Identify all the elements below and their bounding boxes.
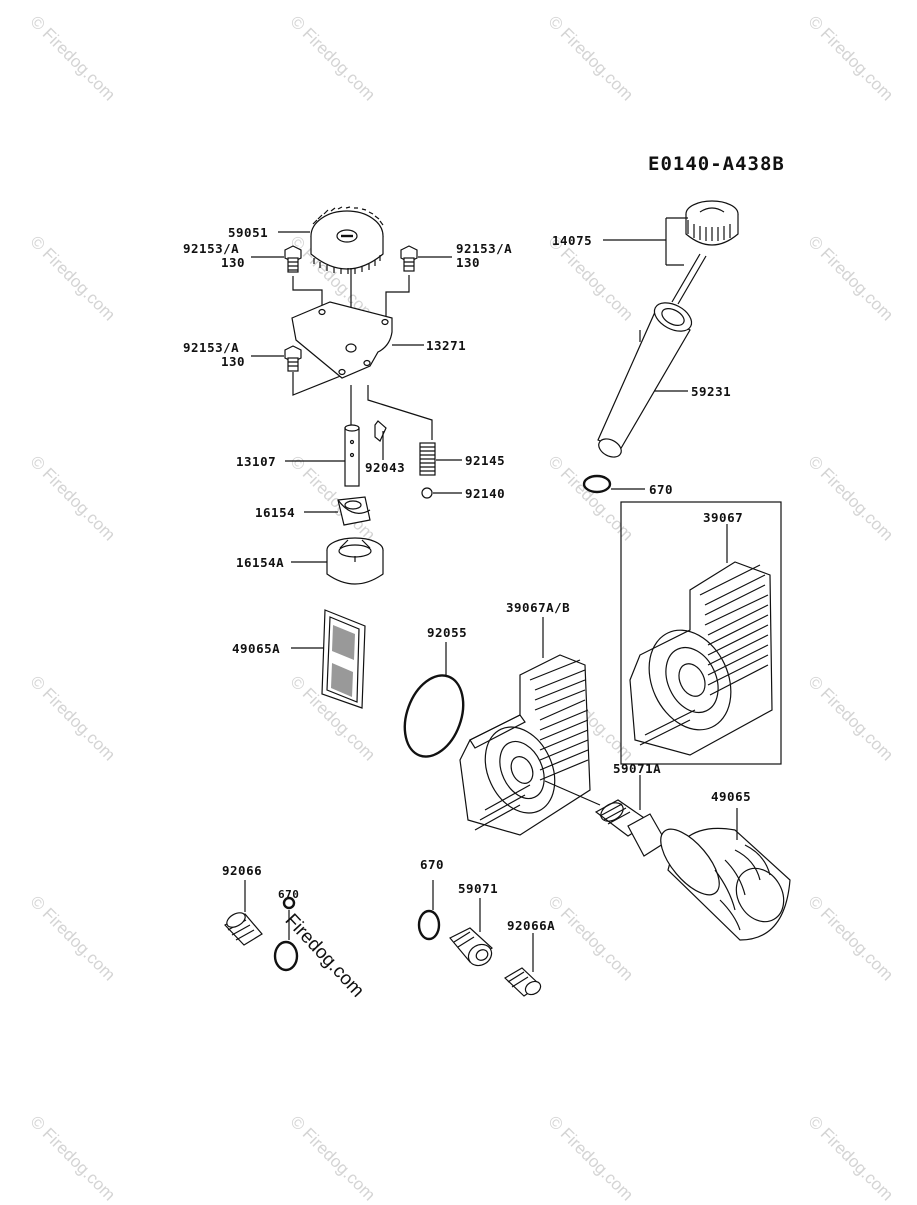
oil-pump-gear-drawing <box>310 206 384 274</box>
part-label-670[interactable]: 670 <box>278 888 300 901</box>
part-label-39067ab[interactable]: 39067A/B <box>506 600 571 615</box>
part-label-670[interactable]: 670 <box>649 482 674 497</box>
variant-box <box>620 501 782 765</box>
oil-cooler-drawing <box>459 654 601 836</box>
bolt-drawing <box>400 245 418 272</box>
part-label-59051[interactable]: 59051 <box>228 225 269 240</box>
dipstick-tube-drawing <box>597 302 693 458</box>
part-label-59071[interactable]: 59071 <box>458 881 499 896</box>
oil-cooler-variant-drawing <box>629 561 773 756</box>
bolt-drawing <box>284 345 302 372</box>
outer-rotor-drawing <box>326 537 384 585</box>
o-ring-drawing <box>273 940 299 972</box>
part-label-92153a[interactable]: 92153/A <box>456 241 513 256</box>
part-label-92145[interactable]: 92145 <box>465 453 506 468</box>
fitting-drawing <box>449 927 493 967</box>
part-label-130[interactable]: 130 <box>456 255 481 270</box>
part-label-16154[interactable]: 16154 <box>255 505 296 520</box>
o-ring-drawing <box>282 896 296 910</box>
oil-filter-drawing <box>660 827 791 941</box>
part-label-49065a[interactable]: 49065A <box>232 641 281 656</box>
part-label-130[interactable]: 130 <box>221 255 246 270</box>
o-ring-drawing <box>582 474 612 494</box>
inner-rotor-drawing <box>337 496 371 526</box>
part-label-16154a[interactable]: 16154A <box>236 555 285 570</box>
drain-plug-drawing <box>504 967 542 997</box>
diagram-code: E0140-A438B <box>648 153 785 175</box>
part-label-92055[interactable]: 92055 <box>427 625 468 640</box>
part-label-39067[interactable]: 39067 <box>703 510 744 525</box>
oil-screen-drawing <box>321 609 366 709</box>
drain-plug-drawing <box>224 912 263 946</box>
o-ring-drawing <box>403 674 465 758</box>
part-label-59231[interactable]: 59231 <box>691 384 732 399</box>
ball-drawing <box>421 487 433 499</box>
fitting-drawing <box>594 799 667 857</box>
part-label-13107[interactable]: 13107 <box>236 454 277 469</box>
part-label-13271[interactable]: 13271 <box>426 338 467 353</box>
dipstick-cap-drawing <box>685 200 739 246</box>
part-label-92043[interactable]: 92043 <box>365 460 406 475</box>
pump-shaft-drawing <box>344 424 360 487</box>
spring-drawing <box>419 442 436 476</box>
part-label-92153a[interactable]: 92153/A <box>183 340 240 355</box>
part-label-49065[interactable]: 49065 <box>711 789 752 804</box>
pin-drawing <box>374 420 387 442</box>
part-label-670[interactable]: 670 <box>420 857 445 872</box>
bolt-drawing <box>284 245 302 273</box>
part-label-92153a[interactable]: 92153/A <box>183 241 240 256</box>
part-label-14075[interactable]: 14075 <box>552 233 593 248</box>
part-label-130[interactable]: 130 <box>221 354 246 369</box>
pump-cover-plate-drawing <box>291 301 393 379</box>
part-label-59071a[interactable]: 59071A <box>613 761 662 776</box>
part-label-92066a[interactable]: 92066A <box>507 918 556 933</box>
o-ring-drawing <box>417 909 441 941</box>
part-label-92140[interactable]: 92140 <box>465 486 506 501</box>
part-label-92066[interactable]: 92066 <box>222 863 263 878</box>
